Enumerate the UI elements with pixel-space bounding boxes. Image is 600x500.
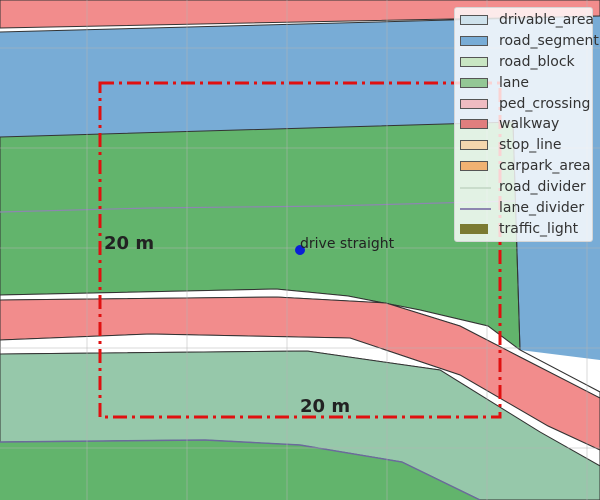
legend-swatch: [460, 35, 488, 46]
scale-label-horizontal: 20 m: [300, 396, 351, 417]
legend-label: walkway: [499, 116, 560, 133]
legend-label: road_divider: [499, 179, 586, 196]
legend-swatch: [460, 15, 488, 25]
legend-label: stop_line: [499, 137, 562, 154]
legend-swatch: [460, 98, 488, 109]
legend-item-stop-line: stop_line: [459, 135, 592, 156]
legend-swatch: [460, 140, 488, 151]
legend-label: carpark_area: [499, 158, 591, 175]
road-segment-upper: [0, 16, 600, 360]
lane-divider-line: [0, 200, 516, 213]
legend-label: lane_divider: [499, 200, 585, 217]
legend-item-traffic-light: traffic_light: [459, 219, 592, 240]
legend-line: [460, 208, 491, 211]
legend-swatch: [460, 223, 488, 234]
legend-item-carpark-area: carpark_area: [459, 156, 592, 177]
legend-swatch: [460, 119, 488, 130]
scale-label-vertical: 20 m: [104, 233, 155, 254]
legend-item-road-block: road_block: [459, 52, 592, 73]
ego-vehicle-marker[interactable]: [295, 245, 305, 255]
ego-action-label: drive straight: [300, 236, 395, 252]
walkway-top: [0, 0, 600, 29]
legend-item-lane-divider: lane_divider: [459, 198, 592, 219]
legend-label: drivable_area: [499, 12, 595, 28]
lane-bottom-divider: [0, 439, 481, 500]
range-box: [98, 81, 502, 419]
legend-label: traffic_light: [499, 220, 579, 237]
legend-swatch: [460, 161, 488, 172]
legend-item-lane: lane: [459, 73, 592, 94]
map-legend: drivable_area road_segment road_block la…: [454, 7, 599, 242]
legend-item-drivable-area: drivable_area: [459, 10, 595, 31]
legend-label: road_segment: [499, 32, 599, 49]
legend-line: [460, 187, 491, 190]
legend-item-walkway: walkway: [459, 114, 592, 135]
legend-item-ped-crossing: ped_crossing: [459, 94, 592, 115]
legend-item-road-segment: road_segment: [459, 31, 599, 52]
legend-swatch: [460, 77, 488, 88]
legend-label: lane: [499, 74, 529, 91]
legend-item-road-divider: road_divider: [459, 177, 592, 198]
legend-label: road_block: [499, 53, 575, 70]
legend-swatch: [460, 56, 488, 67]
legend-label: ped_crossing: [499, 95, 591, 112]
